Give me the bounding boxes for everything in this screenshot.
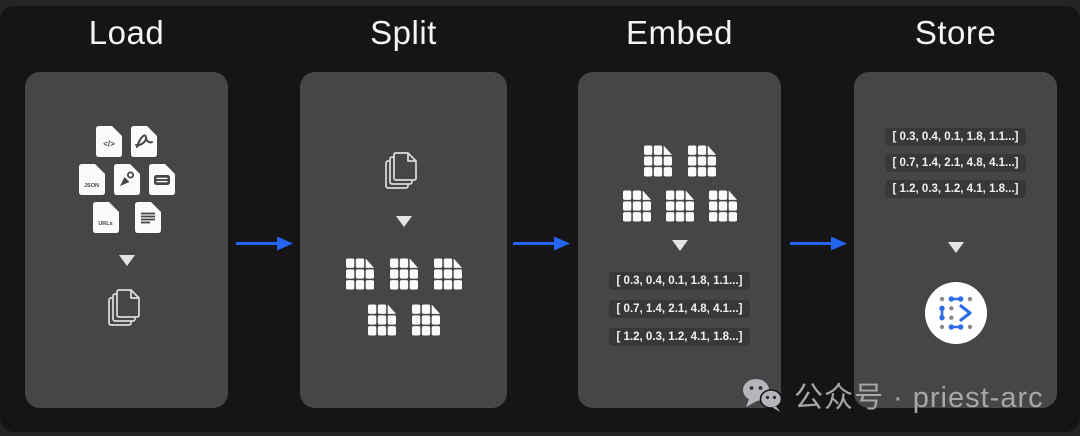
chunks-row-1 bbox=[643, 145, 716, 177]
chunk-icon bbox=[367, 304, 396, 336]
stored-vectors-list: [ 0.3, 0.4, 0.1, 1.8, 1.1...] [ 0.7, 1.4… bbox=[884, 128, 1027, 198]
source-files-row-3: URLs bbox=[92, 202, 161, 233]
documents-stack-icon bbox=[107, 289, 140, 326]
urls-glyph: URLs bbox=[98, 221, 112, 227]
table-file-icon bbox=[148, 164, 175, 195]
pdf-file-icon bbox=[131, 126, 157, 157]
chunk-icon bbox=[708, 190, 737, 222]
stage-title-store: Store bbox=[914, 14, 997, 51]
stage-title-embed: Embed bbox=[625, 14, 734, 51]
vectorstore-logo-icon bbox=[938, 296, 972, 330]
watermark: 公众号 · priest-arc bbox=[742, 371, 1044, 419]
stage-title-load: Load bbox=[88, 14, 165, 51]
chunk-icon bbox=[389, 258, 418, 290]
flow-arrow-load-to-split bbox=[236, 236, 293, 251]
chunk-icon bbox=[622, 190, 651, 222]
embed-panel: [ 0.3, 0.4, 0.1, 1.8, 1.1...] [ 0.7, 1.4… bbox=[578, 72, 781, 408]
vector-chip: [ 0.7, 1.4, 2.1, 4.8, 4.1...] bbox=[608, 300, 751, 318]
down-arrow-icon bbox=[118, 255, 135, 266]
chunk-icon bbox=[411, 304, 440, 336]
json-file-icon: JSON bbox=[78, 164, 105, 195]
documents-stack-icon bbox=[384, 152, 417, 189]
vector-chip: [ 1.2, 0.3, 1.2, 4.1, 1.8...] bbox=[884, 180, 1027, 198]
chunk-icon bbox=[643, 145, 672, 177]
vectorstore-logo bbox=[924, 282, 987, 344]
chunk-icon bbox=[345, 258, 374, 290]
embedding-vectors-list: [ 0.3, 0.4, 0.1, 1.8, 1.1...] [ 0.7, 1.4… bbox=[608, 272, 751, 346]
json-glyph: JSON bbox=[84, 183, 99, 189]
chunks-row-2 bbox=[622, 190, 737, 222]
watermark-text: 公众号 · priest-arc bbox=[794, 382, 1044, 414]
flow-arrow-split-to-embed bbox=[513, 236, 570, 251]
stage-load: Load </> JSON bbox=[25, 0, 228, 436]
flow-arrow-embed-to-store bbox=[790, 236, 847, 251]
code-glyph: </> bbox=[103, 140, 115, 149]
vector-chip: [ 1.2, 0.3, 1.2, 4.1, 1.8...] bbox=[608, 328, 751, 346]
chunks-row-1 bbox=[345, 258, 462, 290]
vector-chip: [ 0.3, 0.4, 0.1, 1.8, 1.1...] bbox=[884, 128, 1027, 146]
store-panel: [ 0.3, 0.4, 0.1, 1.8, 1.1...] [ 0.7, 1.4… bbox=[854, 72, 1057, 408]
pen-file-icon bbox=[113, 164, 140, 195]
stage-split: Split bbox=[300, 0, 507, 436]
down-arrow-icon bbox=[395, 216, 412, 227]
down-arrow-icon bbox=[947, 242, 964, 253]
wechat-icon bbox=[743, 379, 783, 412]
source-files-row-1: </> bbox=[96, 126, 157, 157]
load-panel: </> JSON bbox=[25, 72, 228, 408]
chunk-icon bbox=[433, 258, 462, 290]
vector-chip: [ 0.3, 0.4, 0.1, 1.8, 1.1...] bbox=[608, 272, 751, 290]
stage-embed: Embed [ 0.3, 0.4, 0.1, 1.8, 1.1...] [ 0.… bbox=[578, 0, 781, 436]
source-files-row-2: JSON bbox=[78, 164, 175, 195]
chunk-icon bbox=[665, 190, 694, 222]
chunk-icon bbox=[687, 145, 716, 177]
stage-title-split: Split bbox=[370, 14, 437, 51]
urls-file-icon: URLs bbox=[92, 202, 119, 233]
stage-store: Store [ 0.3, 0.4, 0.1, 1.8, 1.1...] [ 0.… bbox=[854, 0, 1057, 436]
code-file-icon: </> bbox=[96, 126, 122, 157]
down-arrow-icon bbox=[671, 240, 688, 251]
chunks-row-2 bbox=[367, 304, 440, 336]
vector-chip: [ 0.7, 1.4, 2.1, 4.8, 4.1...] bbox=[884, 154, 1027, 172]
text-file-icon bbox=[134, 202, 161, 233]
split-panel bbox=[300, 72, 507, 408]
